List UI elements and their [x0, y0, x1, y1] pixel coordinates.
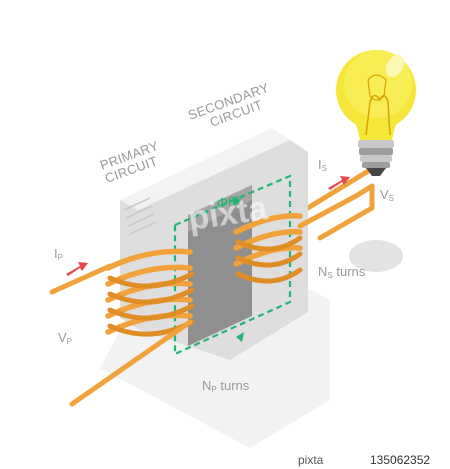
is-sub: S: [321, 164, 327, 173]
ip-base: I: [54, 246, 58, 261]
footer-bar: pixta 135062352: [0, 451, 450, 469]
footer-image-code: 135062352: [370, 453, 431, 467]
primary-wire-bottom: [69, 319, 193, 407]
flux-arrow-top: [232, 197, 242, 206]
vp-base: V: [58, 330, 67, 345]
is-label: IS: [318, 157, 327, 173]
secondary-current-arrow: [328, 176, 350, 190]
secondary-wire-front: [297, 183, 375, 241]
primary-wire-top: [49, 263, 113, 295]
vs-sub: S: [388, 194, 395, 203]
footer-brand: pixta: [298, 453, 324, 467]
light-bulb: [336, 50, 416, 176]
primary-current-arrow: [66, 262, 88, 276]
ip-label: IP: [54, 246, 63, 262]
np-sub: P: [211, 385, 217, 394]
np-base: N: [202, 378, 212, 393]
np-label: NP turns: [202, 378, 249, 394]
ip-sub: P: [57, 253, 63, 262]
np-rest: turns: [216, 378, 250, 393]
ns-label: NS turns: [318, 264, 365, 280]
transformer-core: [120, 128, 308, 360]
ns-base: N: [318, 264, 328, 279]
vs-label: VS: [380, 187, 394, 203]
ns-rest: turns: [332, 264, 366, 279]
flux-arrow-bottom: [236, 332, 244, 342]
ns-sub: S: [327, 271, 333, 280]
vp-label: VP: [58, 330, 72, 346]
vp-sub: P: [66, 337, 73, 346]
bulb-shadow: [349, 240, 403, 272]
primary-coil: [105, 248, 195, 337]
is-base: I: [318, 157, 322, 172]
secondary-wire-back: [295, 167, 373, 217]
secondary-coil: [233, 213, 303, 284]
vs-base: V: [380, 187, 389, 202]
